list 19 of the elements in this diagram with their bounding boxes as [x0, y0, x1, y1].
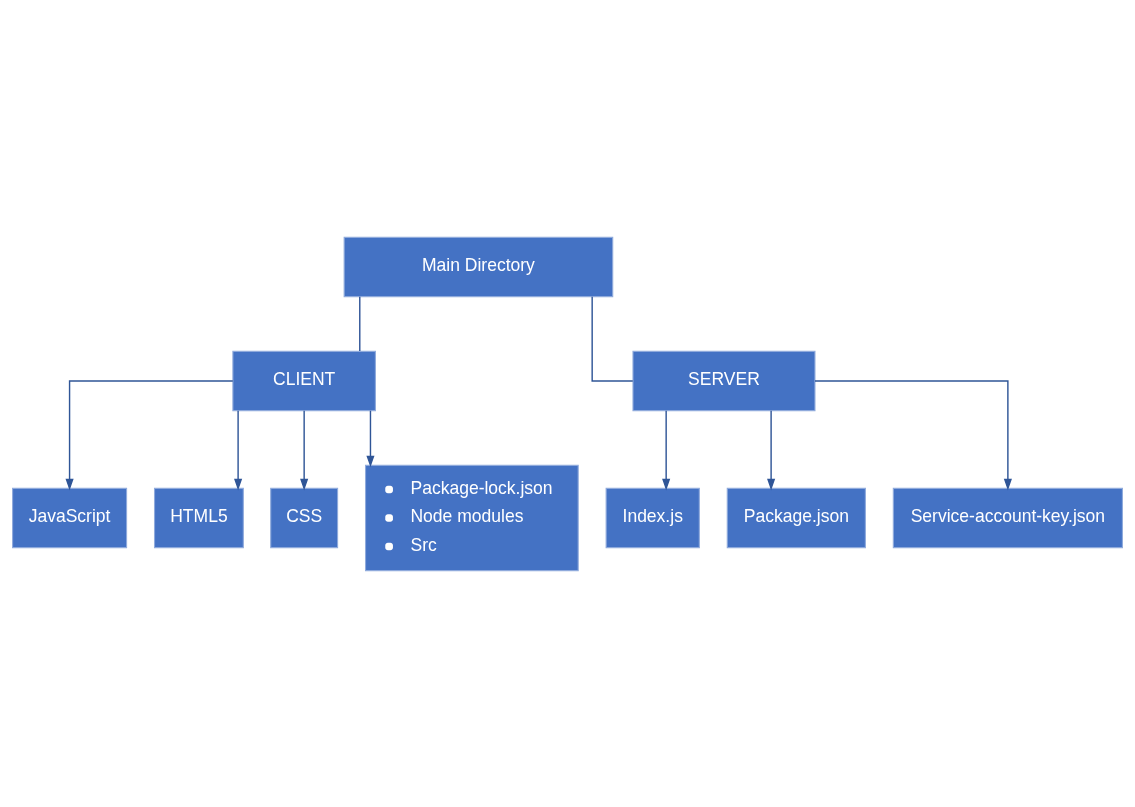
- node-box: Service-account-key.json: [892, 487, 1123, 548]
- arrow: [366, 409, 375, 467]
- arrow: [767, 409, 776, 490]
- connector: [359, 295, 361, 352]
- arrow: [814, 379, 1012, 490]
- node-box: HTML5: [153, 487, 244, 548]
- node-box: Index.js: [605, 487, 700, 548]
- node-box: SERVER: [632, 350, 816, 411]
- node-box: JavaScript: [12, 487, 128, 548]
- connector: [591, 295, 634, 382]
- arrow: [65, 379, 234, 490]
- arrow: [300, 409, 309, 490]
- node-box: Package.json: [726, 487, 866, 548]
- arrow: [234, 409, 243, 490]
- node-box: Main Directory: [343, 236, 614, 297]
- arrow: [662, 409, 671, 490]
- node-box: CLIENT: [232, 350, 376, 411]
- node-box: CSS: [270, 487, 339, 548]
- node-box: Package-lock.json Node modules Src: [364, 464, 579, 571]
